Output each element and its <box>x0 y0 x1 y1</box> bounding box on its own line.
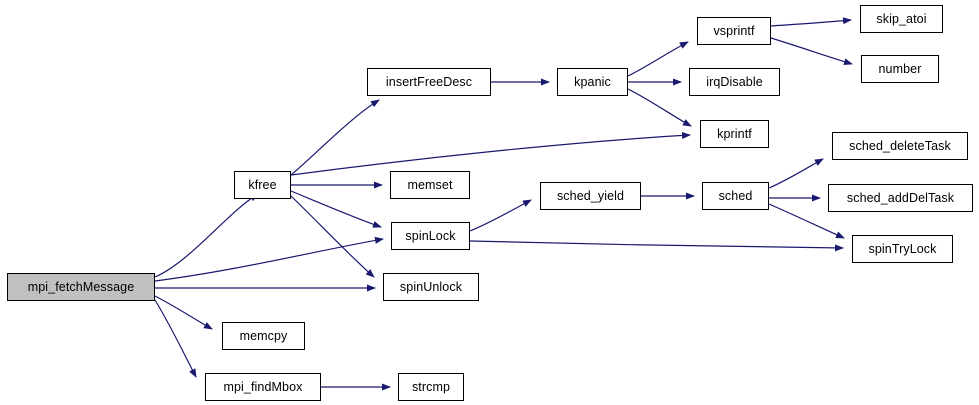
graph-node-spinLock[interactable]: spinLock <box>391 222 470 250</box>
graph-node-mpi_fetchMessage[interactable]: mpi_fetchMessage <box>7 273 155 301</box>
graph-node-label: memcpy <box>239 328 288 343</box>
edge-sched-to-sched_deleteTask <box>768 158 824 189</box>
graph-node-label: vsprintf <box>713 23 755 38</box>
edge-mpi_fetchMessage-to-spinLock <box>154 236 384 282</box>
graph-node-label: mpi_findMbox <box>223 379 303 394</box>
graph-node-label: insertFreeDesc <box>385 74 473 89</box>
graph-node-strcmp[interactable]: strcmp <box>398 373 464 401</box>
edge-kpanic-to-vsprintf <box>627 41 689 77</box>
graph-node-label: kpanic <box>574 74 611 89</box>
graph-node-label: kprintf <box>717 126 752 141</box>
graph-node-sched[interactable]: sched <box>702 182 769 210</box>
graph-node-sched_yield[interactable]: sched_yield <box>540 182 641 210</box>
edge-kpanic-to-kprintf <box>627 88 692 127</box>
graph-node-label: skip_atoi <box>876 11 927 26</box>
edge-kfree-to-spinUnlock <box>290 195 375 278</box>
graph-node-irqDisable[interactable]: irqDisable <box>689 68 780 96</box>
edge-kfree-to-insertFreeDesc <box>290 99 380 176</box>
graph-node-sched_deleteTask[interactable]: sched_deleteTask <box>832 132 968 160</box>
graph-node-kprintf[interactable]: kprintf <box>700 120 769 148</box>
graph-node-mpi_findMbox[interactable]: mpi_findMbox <box>205 373 321 401</box>
graph-node-label: sched_addDelTask <box>846 190 955 205</box>
graph-node-label: strcmp <box>411 379 451 394</box>
graph-node-label: sched <box>718 188 753 203</box>
graph-node-label: number <box>878 61 922 76</box>
graph-node-spinTryLock[interactable]: spinTryLock <box>852 235 953 263</box>
graph-node-number[interactable]: number <box>861 55 939 83</box>
graph-node-label: kfree <box>248 177 277 192</box>
graph-node-label: spinUnlock <box>399 279 463 294</box>
graph-node-memset[interactable]: memset <box>390 171 470 199</box>
edge-kfree-to-spinLock <box>290 190 382 228</box>
graph-node-label: spinTryLock <box>868 241 937 256</box>
graph-node-sched_addDelTask[interactable]: sched_addDelTask <box>828 184 973 212</box>
edge-spinLock-to-spinTryLock <box>469 240 844 252</box>
graph-node-label: spinLock <box>405 228 456 243</box>
graph-node-memcpy[interactable]: memcpy <box>222 322 305 350</box>
edge-spinLock-to-sched_yield <box>469 199 532 232</box>
graph-node-label: sched_yield <box>556 188 625 203</box>
graph-node-skip_atoi[interactable]: skip_atoi <box>860 5 943 33</box>
edge-kfree-to-kprintf <box>290 131 691 176</box>
graph-node-vsprintf[interactable]: vsprintf <box>697 17 771 45</box>
graph-node-insertFreeDesc[interactable]: insertFreeDesc <box>367 68 491 96</box>
graph-node-label: irqDisable <box>706 74 763 89</box>
graph-node-label: memset <box>407 177 453 192</box>
graph-node-kfree[interactable]: kfree <box>234 171 291 199</box>
graph-node-label: sched_deleteTask <box>849 138 951 153</box>
edge-mpi_fetchMessage-to-memcpy <box>154 295 213 330</box>
edge-mpi_fetchMessage-to-mpi_findMbox <box>154 299 197 378</box>
graph-node-label: mpi_fetchMessage <box>27 279 135 294</box>
graph-node-kpanic[interactable]: kpanic <box>557 68 628 96</box>
edge-mpi_fetchMessage-to-kfree <box>154 193 259 278</box>
edge-vsprintf-to-number <box>770 37 853 66</box>
graph-node-spinUnlock[interactable]: spinUnlock <box>383 273 479 301</box>
edge-vsprintf-to-skip_atoi <box>770 17 852 27</box>
